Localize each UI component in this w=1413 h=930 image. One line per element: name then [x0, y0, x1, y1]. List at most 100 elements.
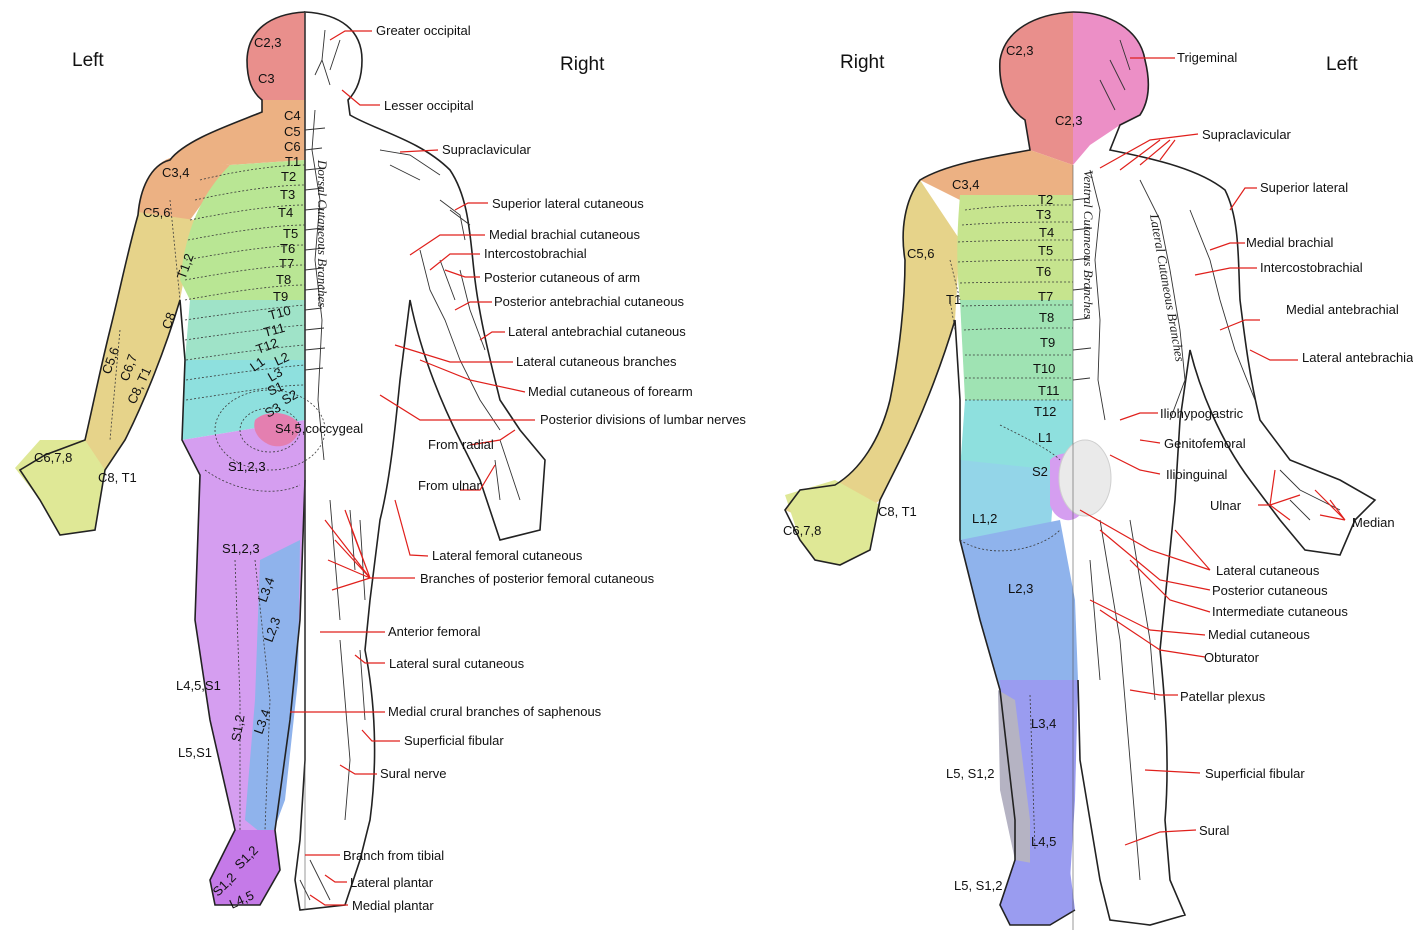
- anterior-nerve-branches: [1073, 40, 1340, 880]
- posterior-vertical-text: Dorsal Cutaneous Branches: [315, 159, 330, 307]
- dermatome-label: T11: [1038, 383, 1059, 398]
- nerve-label: Medial brachial: [1246, 235, 1334, 250]
- dermatome-label: L4,5,S1: [176, 678, 221, 693]
- nerve-label: Medial antebrachial: [1286, 302, 1399, 317]
- dermatome-label: T9: [273, 289, 288, 304]
- nerve-label: Lateral sural cutaneous: [389, 656, 525, 671]
- dermatome-label: C4: [284, 108, 301, 123]
- dermatome-label: L5,S1: [178, 745, 212, 760]
- anterior-head-zone: [1000, 12, 1073, 165]
- nerve-label: Lateral plantar: [350, 875, 434, 890]
- dermatome-label: T2: [281, 169, 296, 184]
- dermatome-label: C3,4: [952, 177, 979, 192]
- nerve-label: Lateral cutaneous branches: [516, 354, 677, 369]
- posterior-head-zone: [247, 12, 305, 112]
- dermatome-label: T2: [1038, 192, 1053, 207]
- dermatome-label: S1,2,3: [222, 541, 260, 556]
- posterior-view: Dorsal Cutaneous Branches: [15, 12, 746, 913]
- nerve-label: Superficial fibular: [404, 733, 504, 748]
- anterior-vertical-text-1: Ventral Cutaneous Branches: [1081, 170, 1096, 319]
- dermatome-label: T4: [1039, 225, 1054, 240]
- nerve-label: Intercostobrachial: [1260, 260, 1363, 275]
- nerve-label: Superior lateral cutaneous: [492, 196, 644, 211]
- dermatome-label: S4,5,coccygeal: [275, 421, 363, 436]
- nerve-label: Greater occipital: [376, 23, 471, 38]
- dermatome-label: T1: [285, 154, 300, 169]
- dermatome-label: C3,4: [162, 165, 189, 180]
- dermatome-label: T5: [283, 226, 298, 241]
- dermatome-label: T3: [280, 187, 295, 202]
- nerve-label: Sural: [1199, 823, 1229, 838]
- dermatome-label: L4,5: [1031, 834, 1056, 849]
- nerve-label: Supraclavicular: [442, 142, 532, 157]
- nerve-label: Superior lateral: [1260, 180, 1348, 195]
- dermatome-label: C6: [284, 139, 301, 154]
- nerve-label: Medial cutaneous: [1208, 627, 1310, 642]
- dermatome-label: T6: [1036, 264, 1051, 279]
- nerve-label: Lateral cutaneous: [1216, 563, 1320, 578]
- dermatome-label: S1,2,3: [228, 459, 266, 474]
- dermatome-label: T6: [280, 241, 295, 256]
- dermatome-label: T10: [1033, 361, 1055, 376]
- posterior-right-label: Right: [560, 54, 605, 75]
- dermatome-label: T7: [279, 256, 294, 271]
- anterior-right-label: Right: [840, 52, 885, 73]
- dermatome-label: L1: [1038, 430, 1052, 445]
- nerve-label: Medial plantar: [352, 898, 434, 913]
- nerve-label: Intermediate cutaneous: [1212, 604, 1348, 619]
- nerve-label: From radial: [428, 437, 494, 452]
- nerve-label: Ulnar: [1210, 498, 1242, 513]
- dermatome-label: T12: [1034, 404, 1056, 419]
- nerve-label: Supraclavicular: [1202, 127, 1292, 142]
- dermatome-label: T8: [1039, 310, 1054, 325]
- dermatome-label: C2,3: [1055, 113, 1082, 128]
- anterior-nerve-labels: Trigeminal Supraclavicular Superior late…: [1160, 50, 1413, 838]
- anterior-face-zone: [1073, 12, 1148, 165]
- nerve-label: Superficial fibular: [1205, 766, 1305, 781]
- nerve-label: Lateral antebrachial cutaneous: [508, 324, 686, 339]
- nerve-label: Posterior divisions of lumbar nerves: [540, 412, 746, 427]
- nerve-label: Branches of posterior femoral cutaneous: [420, 571, 655, 586]
- nerve-label: Medial brachial cutaneous: [489, 227, 641, 242]
- dermatome-label: C5,6: [907, 246, 934, 261]
- dermatome-label: C2,3: [254, 35, 281, 50]
- nerve-label: Intercostobrachial: [484, 246, 587, 261]
- dermatome-label: T9: [1040, 335, 1055, 350]
- dermatome-label: C5: [284, 124, 301, 139]
- nerve-label: Lateral femoral cutaneous: [432, 548, 583, 563]
- nerve-label: Lesser occipital: [384, 98, 474, 113]
- dermatome-label: C3: [258, 71, 275, 86]
- nerve-label: Posterior cutaneous: [1212, 583, 1328, 598]
- dermatome-label: C5,6: [143, 205, 170, 220]
- dermatome-label: T7: [1038, 289, 1053, 304]
- dermatome-label: C8, T1: [878, 504, 917, 519]
- nerve-label: Iliohypogastric: [1160, 406, 1244, 421]
- nerve-label: Obturator: [1204, 650, 1260, 665]
- nerve-label: Medial cutaneous of forearm: [528, 384, 693, 399]
- anterior-chest-zone: [957, 195, 1073, 300]
- anterior-vertical-text-2: Lateral Cutaneous Branches: [1147, 212, 1188, 363]
- dermatome-label: T5: [1038, 243, 1053, 258]
- dermatome-label: C2,3: [1006, 43, 1033, 58]
- nerve-label: Branch from tibial: [343, 848, 444, 863]
- nerve-label: Median: [1352, 515, 1395, 530]
- nerve-label: Ilioinguinal: [1166, 467, 1228, 482]
- dermatome-label: S2: [1032, 464, 1048, 479]
- dermatome-label: C6,7,8: [34, 450, 72, 465]
- dermatome-label: L5, S1,2: [946, 766, 994, 781]
- nerve-label: Patellar plexus: [1180, 689, 1266, 704]
- dermatome-label: T1: [946, 292, 961, 307]
- anterior-view: Ventral Cutaneous Branches Lateral Cutan…: [783, 12, 1413, 930]
- dermatome-label: L3,4: [1031, 716, 1056, 731]
- dermatome-label: T8: [276, 272, 291, 287]
- nerve-label: Medial crural branches of saphenous: [388, 704, 602, 719]
- nerve-label: Posterior antebrachial cutaneous: [494, 294, 685, 309]
- nerve-label: Trigeminal: [1177, 50, 1237, 65]
- nerve-label: From ulnar: [418, 478, 482, 493]
- dermatome-label: L2,3: [1008, 581, 1033, 596]
- dermatome-label: C6,7,8: [783, 523, 821, 538]
- anterior-leader-lines: [1080, 58, 1345, 845]
- anterior-left-label: Left: [1326, 54, 1358, 75]
